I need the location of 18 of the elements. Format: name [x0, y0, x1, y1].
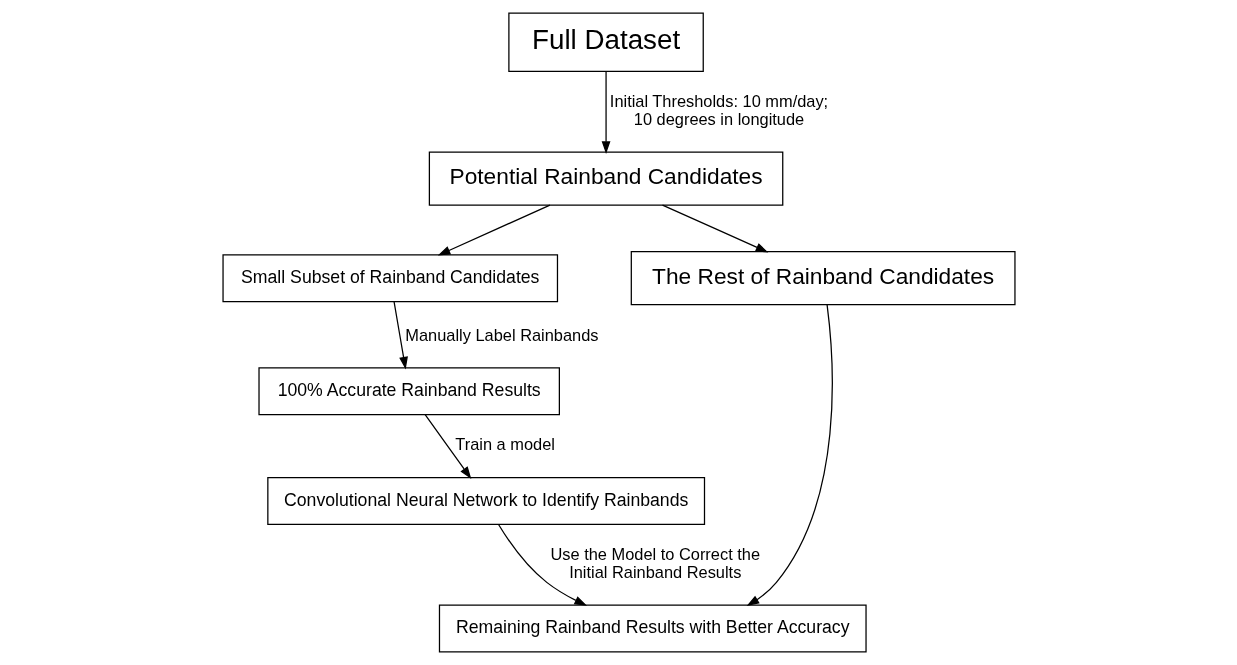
- node-box: Potential Rainband Candidates: [428, 151, 783, 206]
- edge-label: Manually Label Rainbands: [404, 325, 599, 344]
- node-box: Remaining Rainband Results with Better Accuracy: [438, 604, 867, 653]
- node-box: The Rest of Rainband Candidates: [630, 251, 1016, 306]
- node-box: Small Subset of Rainband Candidates: [221, 254, 558, 303]
- edge-label: Use the Model to Correct the Initial Rainband Results: [550, 545, 760, 581]
- arrow: [661, 204, 768, 253]
- node-box: Convolutional Neural Network to Identify Rainbands: [266, 477, 705, 525]
- arrow: [437, 204, 551, 256]
- arrow: [746, 304, 833, 606]
- arrow: [601, 70, 610, 154]
- edge-label: Initial Thresholds: 10 mm/day; 10 degrees in longitude: [609, 92, 828, 128]
- arrow: [392, 301, 408, 370]
- arrow: [497, 523, 587, 606]
- node-box: 100% Accurate Rainband Results: [257, 367, 560, 416]
- node-box: Full Dataset: [507, 12, 704, 72]
- edge-label: Train a model: [454, 435, 555, 454]
- arrow: [424, 414, 471, 480]
